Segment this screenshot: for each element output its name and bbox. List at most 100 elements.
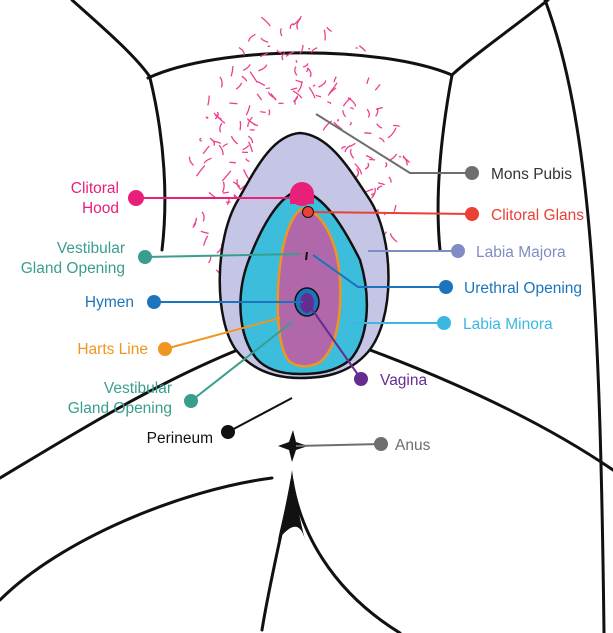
hair-strand: [260, 16, 271, 27]
hair-strand: [341, 145, 346, 150]
hair-strand: [378, 137, 385, 143]
hair-strand: [209, 137, 216, 146]
hair-strand: [199, 137, 203, 142]
hair-strand: [307, 67, 312, 78]
hair-strand: [247, 116, 253, 127]
left-cheek: [0, 476, 274, 602]
hair-strand: [188, 156, 194, 166]
hair-strand: [389, 233, 398, 243]
hair-strand: [238, 46, 245, 56]
hair-strand: [295, 59, 298, 64]
hair-strand: [241, 75, 248, 82]
hair-strand: [371, 187, 376, 199]
hair-strand: [281, 52, 286, 61]
hair-strand: [374, 83, 381, 91]
labia-minora-label: Labia Minora: [463, 316, 553, 333]
hair-strand: [213, 112, 222, 120]
hair-strand: [366, 108, 371, 118]
hair-strand: [292, 15, 302, 26]
left-groin: [148, 76, 167, 252]
hair-strand: [366, 77, 370, 84]
hair-strand: [365, 154, 374, 160]
vestibular-lower-dot: [184, 394, 198, 408]
hair-strand: [364, 162, 370, 170]
hair-strand: [256, 93, 263, 101]
right-lower-cheek: [290, 478, 402, 633]
hair-strand: [349, 142, 356, 147]
hair-strand: [392, 124, 401, 128]
hair-strand: [322, 120, 333, 131]
hair-strand: [337, 118, 340, 122]
urethral-opening-label: Urethral Opening: [464, 280, 582, 297]
clitoral-glans-label: Clitoral Glans: [491, 207, 584, 224]
right-buttock: [368, 348, 613, 472]
hymen-dot: [147, 295, 161, 309]
hair-strand: [342, 110, 347, 118]
hair-strand: [377, 182, 385, 186]
harts-line-line: [164, 317, 281, 350]
hair-strand: [344, 145, 351, 153]
hair-strand: [315, 94, 322, 98]
right-thigh-top: [450, 0, 550, 77]
hair-strand: [276, 49, 282, 54]
hair-strand: [221, 170, 232, 182]
hair-strand: [248, 141, 254, 153]
vagina-label: Vagina: [380, 372, 427, 389]
hair-strand: [205, 116, 209, 120]
vestibular-lower-label: Vestibular: [104, 380, 172, 397]
anus-line: [295, 443, 382, 447]
hair-strand: [222, 191, 230, 194]
hair-strand: [259, 110, 266, 114]
hair-strand: [247, 135, 254, 144]
perineum-dot: [221, 425, 235, 439]
urethral-opening-shape: [305, 251, 308, 261]
vestibular-upper-label: Vestibular: [57, 240, 125, 257]
right-leg-edge: [543, 0, 606, 633]
mons-pubis-dot: [465, 166, 479, 180]
hair-strand: [350, 106, 354, 110]
hair-strand: [285, 50, 295, 57]
harts-line-dot: [158, 342, 172, 356]
hair-strand: [203, 157, 212, 164]
hair-strand: [308, 86, 316, 99]
hair-strand: [327, 87, 337, 96]
hair-strand: [214, 111, 219, 120]
hair-strand: [364, 132, 372, 135]
hair-strand: [219, 76, 223, 88]
hair-strand: [299, 44, 304, 54]
hair-strand: [318, 80, 327, 88]
clitoral-hood-label: Clitoral: [71, 180, 119, 197]
clitoral-hood-label-2: Hood: [82, 200, 119, 217]
hair-strand: [364, 188, 374, 193]
hair-strand: [195, 164, 206, 177]
hair-strand: [232, 181, 241, 188]
hair-strand: [249, 128, 255, 131]
hair-strand: [235, 82, 243, 90]
hair-strand: [213, 140, 222, 145]
urethral-opening-line: [312, 254, 446, 288]
hair-strand: [192, 222, 197, 229]
vagina-line: [308, 304, 362, 380]
hair-strand: [257, 81, 266, 87]
clitoral-hood-dot: [128, 190, 144, 206]
hair-strand: [268, 109, 271, 116]
hair-strand: [375, 106, 383, 111]
hair-strand: [203, 235, 209, 246]
clitoral-glans-target: [302, 206, 314, 218]
mons-pubis-label: Mons Pubis: [491, 166, 572, 183]
mons-pubis-line: [315, 113, 472, 174]
labia-majora-label: Labia Majora: [476, 244, 566, 261]
anus-dot: [374, 437, 388, 451]
clitoral-glans-line: [307, 211, 473, 215]
hair-strand: [347, 97, 357, 107]
hair-strand: [290, 87, 298, 91]
hair-strand: [265, 87, 271, 90]
hair-strand: [242, 144, 250, 151]
hair-strand: [226, 197, 230, 206]
hair-strand: [201, 211, 205, 222]
hair-strand: [294, 66, 298, 76]
hair-strand: [200, 230, 209, 235]
hymen-label: Hymen: [85, 294, 134, 311]
hair-strand: [333, 121, 343, 130]
